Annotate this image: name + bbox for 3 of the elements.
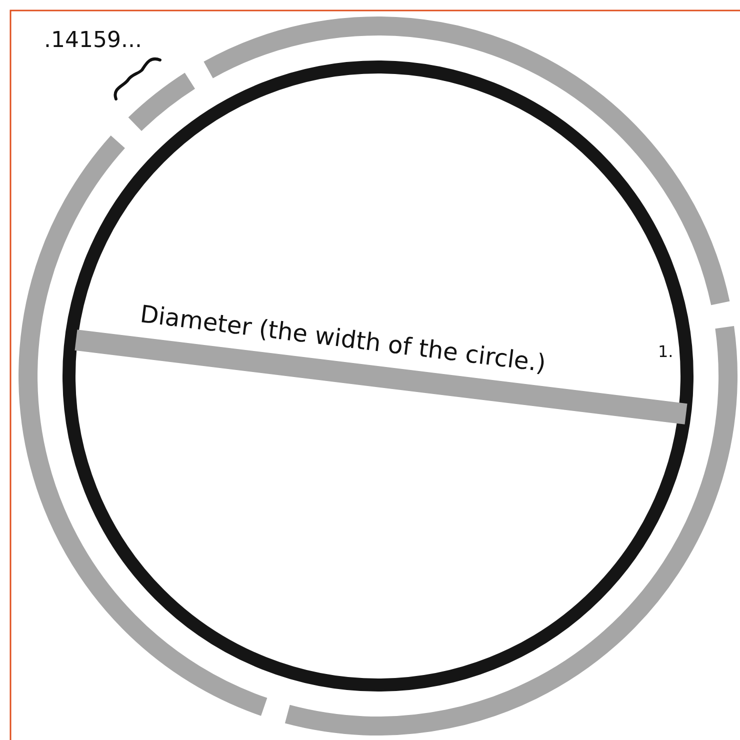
digits-label: .14159... bbox=[44, 28, 142, 53]
unit-label: 1. bbox=[658, 342, 674, 361]
diameter-label: Diameter (the width of the circle.) bbox=[138, 300, 548, 378]
